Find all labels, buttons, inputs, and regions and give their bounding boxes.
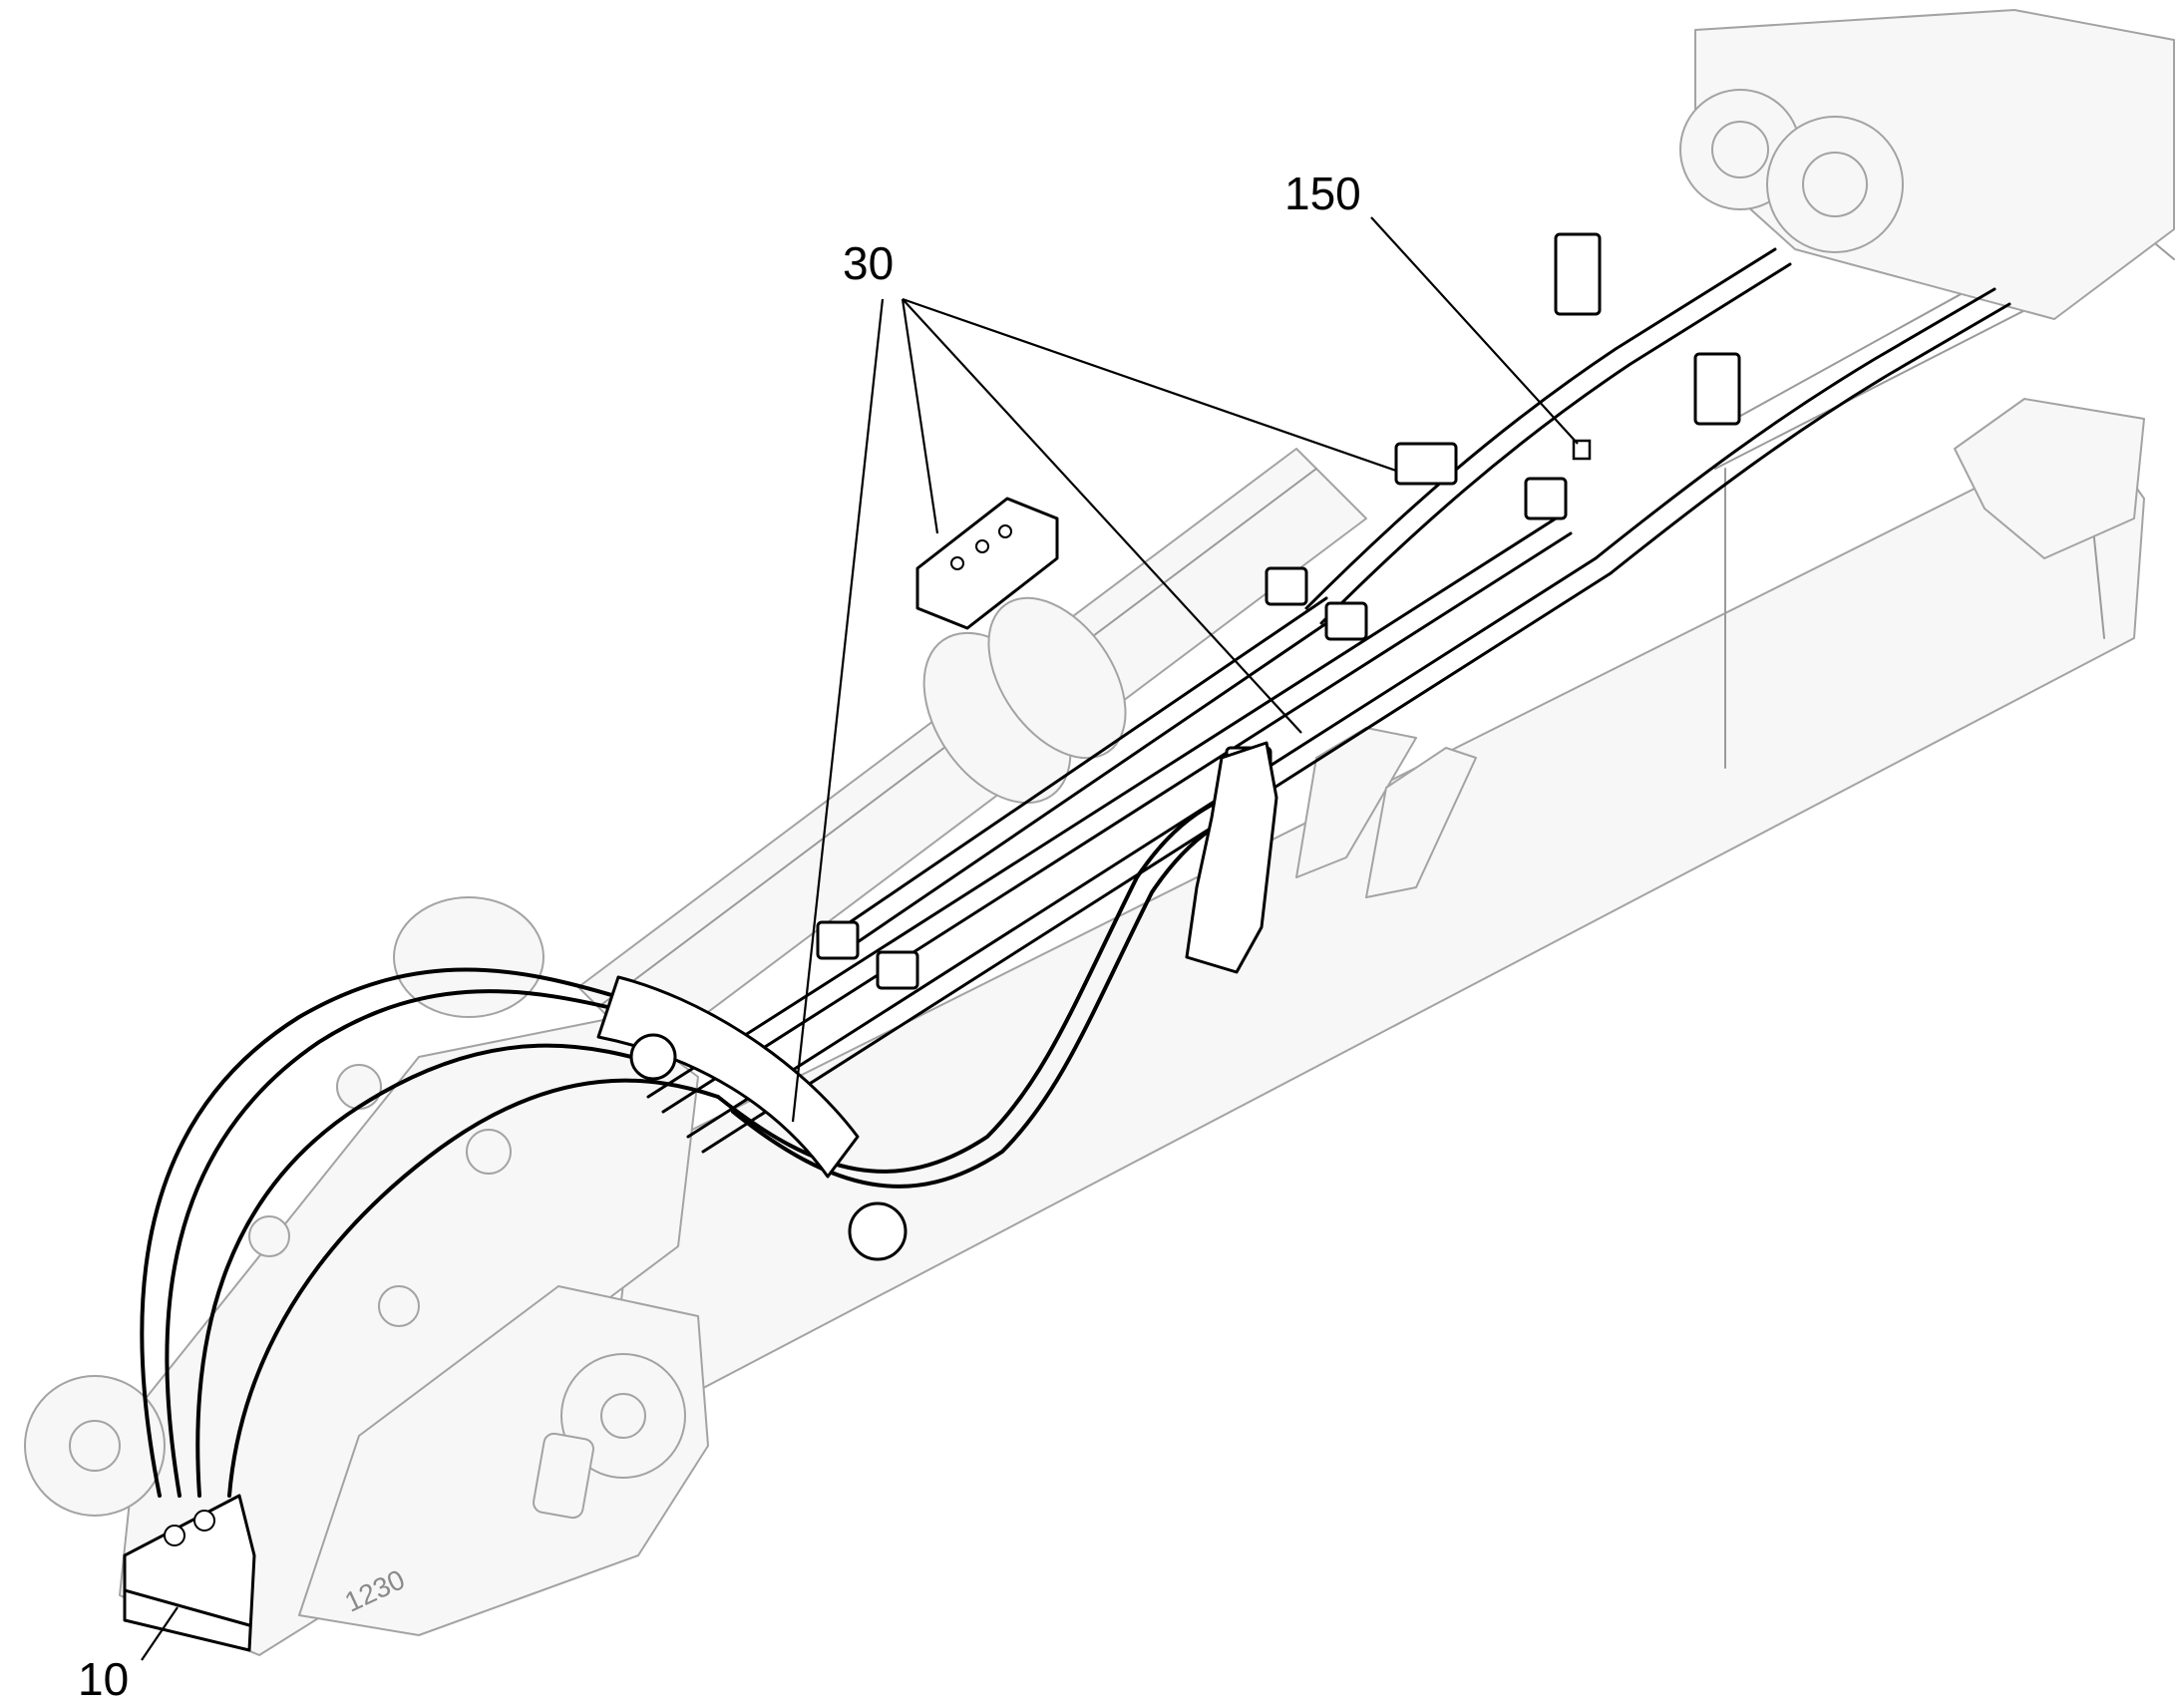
clamp-3 [1265, 566, 1308, 606]
clamp-4 [1324, 601, 1368, 641]
clamp-5 [1554, 232, 1602, 316]
fitting-150 [1572, 439, 1592, 461]
leader-30-c [902, 298, 1302, 734]
clamp-9 [1524, 477, 1568, 520]
hose-support-bracket [1185, 741, 1278, 974]
boom-body [617, 428, 2145, 1397]
leader-30-b [902, 297, 1397, 473]
callout-150: 150 [1284, 168, 1361, 219]
leader-10 [141, 1606, 179, 1661]
callout-10: 10 [78, 1653, 129, 1705]
leader-30-a [901, 298, 939, 534]
clamp-8 [1394, 442, 1458, 486]
clamp-2 [876, 950, 919, 990]
coupler-block [123, 1494, 256, 1652]
clamp-6 [1693, 352, 1741, 426]
valve-block [915, 497, 1059, 630]
leader-150 [1370, 216, 1579, 445]
callout-30: 30 [843, 237, 894, 289]
callout-labels: 150 30 10 [78, 168, 1361, 1705]
gusset-bracket [1954, 398, 2145, 559]
leader-30-d [791, 298, 885, 1123]
hose-manifold [596, 975, 908, 1261]
boom-foot-pivot [393, 896, 545, 1018]
hydraulic-lines [140, 247, 2011, 1498]
callout-leaders [141, 216, 1579, 1661]
clamp-1 [816, 920, 860, 960]
